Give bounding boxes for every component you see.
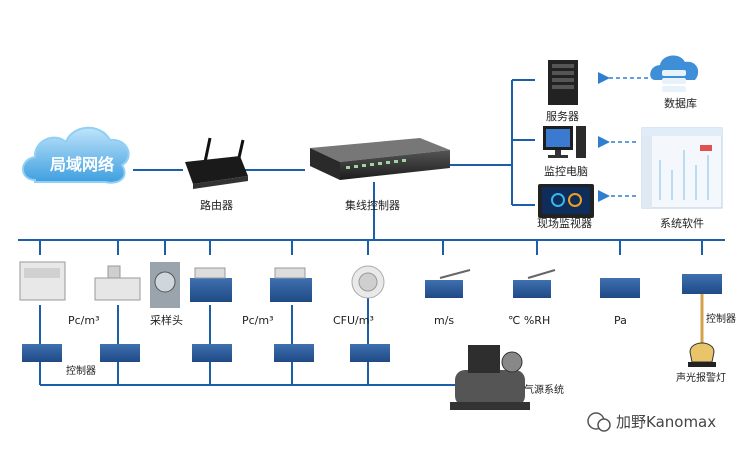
temp-rh-sensor xyxy=(513,269,556,298)
switch-hub: 集线控制器 xyxy=(310,138,450,212)
lan-cloud-label: 局域网络 xyxy=(50,155,114,174)
watermark-text: 加野Kanomax xyxy=(616,413,716,431)
system-software: 系统软件 xyxy=(641,127,723,230)
sensor-pc-2b xyxy=(270,267,312,302)
label-pc-m3-2: Pc/m³ xyxy=(242,314,274,327)
sampling-head xyxy=(150,262,180,308)
database: 数据库 xyxy=(650,55,699,110)
server-label: 服务器 xyxy=(546,110,579,123)
lan-cloud: 局域网络 xyxy=(22,126,130,184)
top-network-lines xyxy=(133,79,535,240)
alarm-light xyxy=(688,342,716,367)
label-alarm-light: 声光报警灯 xyxy=(676,371,726,384)
sensor-pc-2a xyxy=(190,267,232,302)
onsite-monitor: 现场监视器 xyxy=(537,184,594,230)
label-controller-right: 控制器 xyxy=(706,312,736,325)
server: 服务器 xyxy=(546,60,579,123)
controller-row xyxy=(22,344,390,362)
sensor-pc-1 xyxy=(19,261,66,301)
software-label: 系统软件 xyxy=(660,216,704,230)
dashed-arrows xyxy=(598,72,648,202)
label-pressure: Pa xyxy=(614,314,627,327)
monitor-pc-label: 监控电脑 xyxy=(544,164,588,178)
router: 路由器 xyxy=(185,137,248,212)
controller-right xyxy=(682,274,722,345)
monitor-pc: 监控电脑 xyxy=(543,126,588,178)
label-pc-m3-1: Pc/m³ xyxy=(68,314,100,327)
router-label: 路由器 xyxy=(200,198,233,212)
watermark: 加野Kanomax xyxy=(587,412,716,432)
sensor-pc-1b xyxy=(94,265,141,301)
sensor-bus xyxy=(18,239,725,255)
pressure-sensor xyxy=(600,278,640,298)
velocity-sensor xyxy=(425,269,471,298)
label-air-source: 气源系统 xyxy=(524,383,564,396)
cfu-sampler xyxy=(351,265,385,299)
label-velocity: m/s xyxy=(434,314,454,327)
onsite-monitor-label: 现场监视器 xyxy=(537,216,592,230)
label-cfu-m3: CFU/m³ xyxy=(333,314,374,327)
label-temp-rh: ℃ %RH xyxy=(508,314,550,327)
label-sampling-head: 采样头 xyxy=(150,313,183,327)
switch-label: 集线控制器 xyxy=(345,198,400,212)
controller-drops xyxy=(39,295,455,386)
label-controller-left: 控制器 xyxy=(66,364,96,377)
air-source-system xyxy=(450,345,530,410)
database-label: 数据库 xyxy=(664,96,697,110)
